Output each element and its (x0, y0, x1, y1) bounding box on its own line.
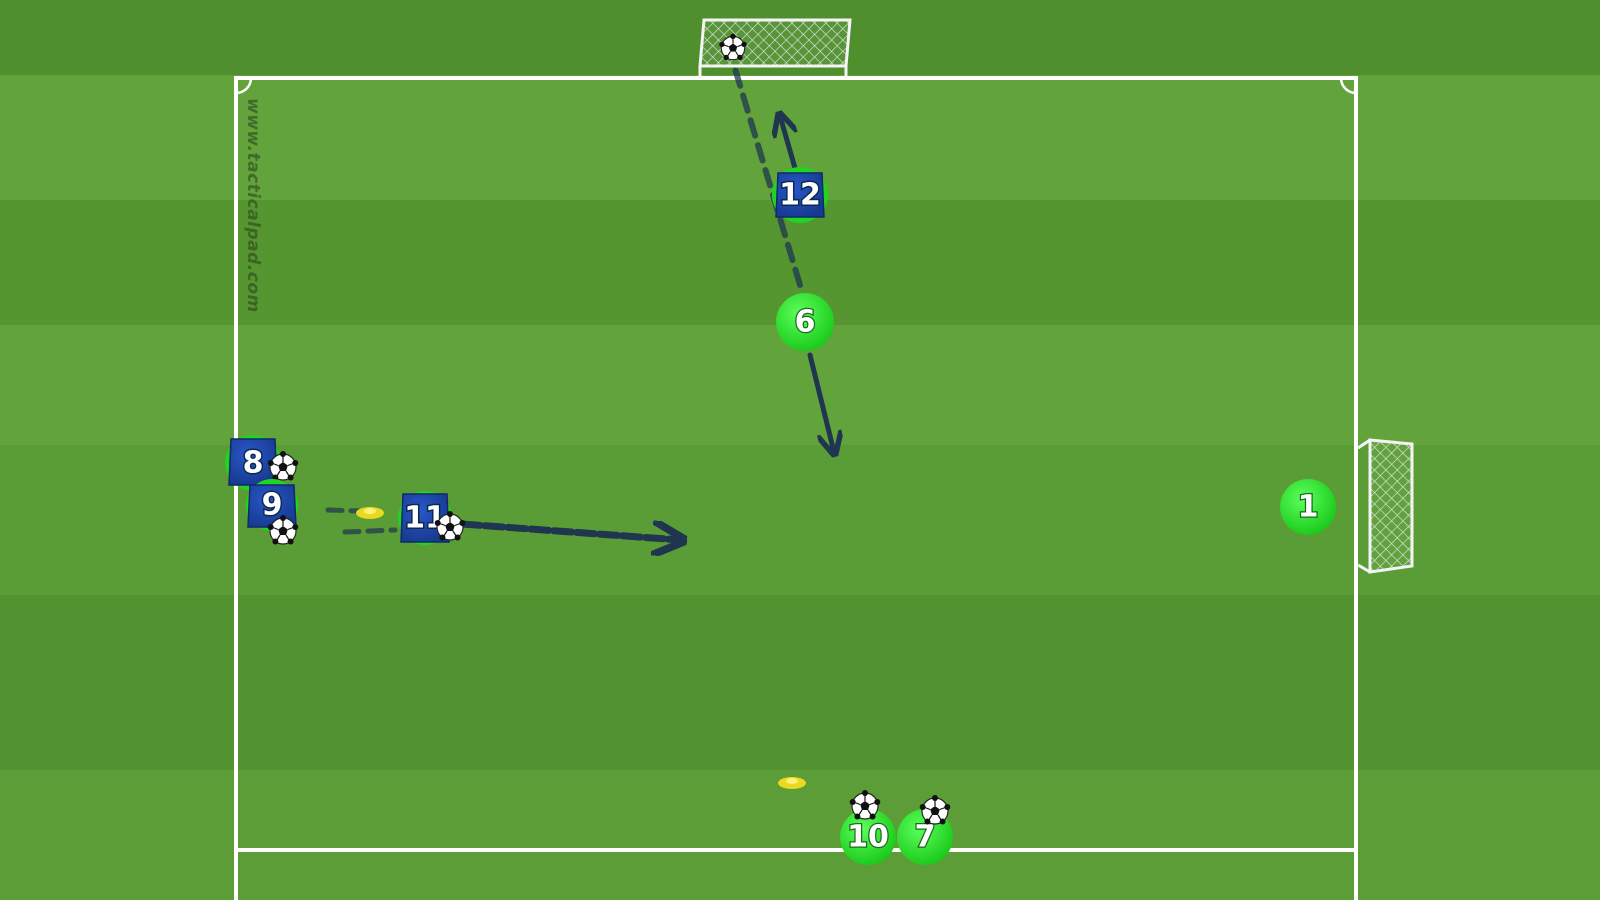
shot-dashed-line (730, 59, 803, 288)
dribble-line-back (325, 507, 363, 514)
player-number: 12 (779, 178, 821, 213)
player-1[interactable]: 1 (1280, 479, 1336, 535)
watermark-text: www.tacticalpad.com (243, 98, 263, 313)
dribble-arrow-11 (458, 524, 680, 540)
movement-lines (325, 59, 834, 540)
cone-icon (778, 777, 806, 789)
player-number: 8 (243, 446, 264, 481)
player-number: 1 (1298, 490, 1319, 525)
cone-icon (356, 507, 384, 519)
run-arrow-6 (807, 352, 834, 452)
player-number: 7 (915, 820, 936, 855)
dribble-line-back-2 (342, 527, 398, 535)
run-arrow-12 (780, 116, 800, 178)
right-goal (1357, 438, 1414, 574)
player-12[interactable]: 12 (772, 167, 828, 223)
player-number: 10 (847, 820, 889, 855)
player-8[interactable]: 8 (225, 435, 281, 491)
player-10[interactable]: 10 (840, 809, 896, 865)
field-lines (234, 76, 1358, 900)
player-number: 9 (262, 488, 283, 523)
top-goal (698, 18, 852, 78)
player-6[interactable]: 6 (776, 293, 834, 351)
player-number: 6 (795, 305, 816, 340)
